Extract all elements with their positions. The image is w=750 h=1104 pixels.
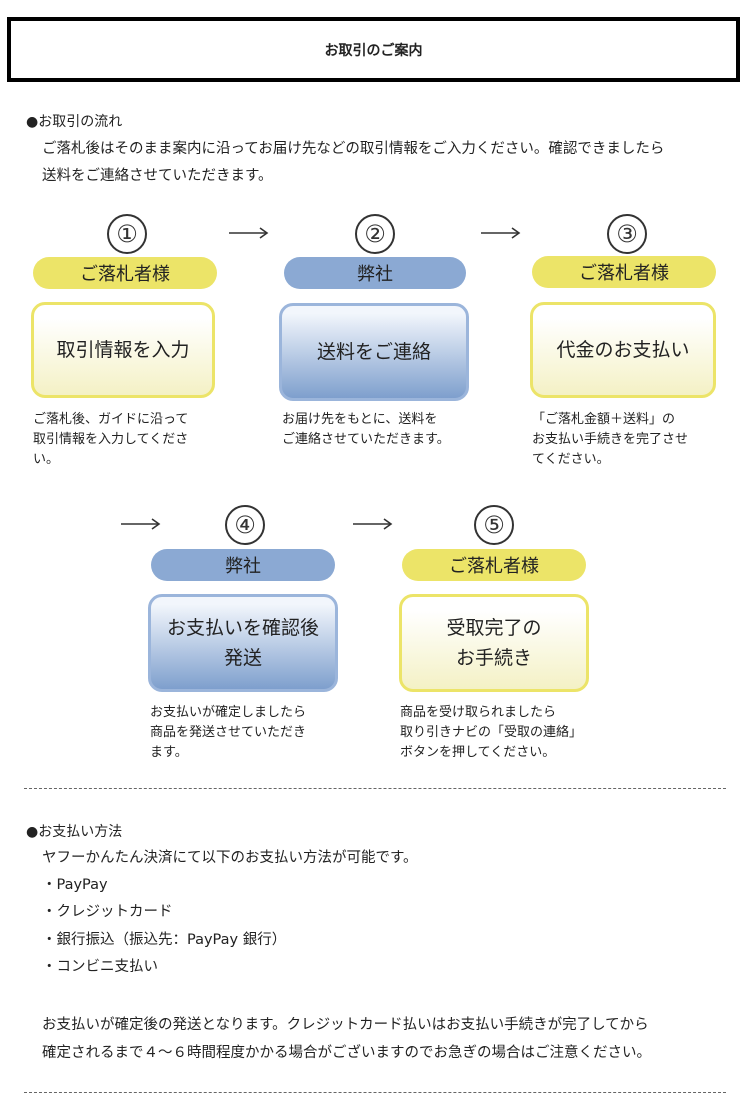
step-4-number: ④ [225, 505, 265, 545]
step-2-description: お届け先をもとに、送料を ご連絡させていただきます。 [282, 412, 450, 447]
step-5-description: 商品を受け取られましたら 取り引きナビの「受取の連絡」 ボタンを押してください。 [400, 705, 583, 760]
page-title: お取引のご案内 [7, 17, 740, 82]
arrow-right-icon [229, 227, 269, 239]
section-divider [24, 1092, 726, 1093]
step-2-actor-badge: 弊社 [284, 257, 466, 289]
step-1-action-card: 取引情報を入力 [31, 302, 215, 398]
arrow-right-icon [121, 518, 161, 530]
step-5-action-card: 受取完了の お手続き [399, 594, 589, 692]
section-divider [24, 788, 726, 789]
step-5-number: ⑤ [474, 505, 514, 545]
step-1-number: ① [107, 214, 147, 254]
flow-heading: ●お取引の流れ [26, 114, 123, 130]
payment-method-item: ・コンビニ支払い [42, 959, 158, 975]
step-4-description: お支払いが確定しましたら 商品を発送させていただき ます。 [150, 705, 307, 760]
arrow-right-icon [481, 227, 521, 239]
step-4-action-card: お支払いを確認後 発送 [148, 594, 338, 692]
step-2-action-card: 送料をご連絡 [279, 303, 469, 401]
step-2-number: ② [355, 214, 395, 254]
step-1-description: ご落札後、ガイドに沿って 取引情報を入力してくださ い。 [33, 412, 189, 467]
step-5-actor-badge: ご落札者様 [402, 549, 586, 581]
arrow-right-icon [353, 518, 393, 530]
step-1-actor-badge: ご落札者様 [33, 257, 217, 289]
flow-intro-line2: 送料をご連絡させていただきます。 [42, 168, 273, 184]
step-4-actor-badge: 弊社 [151, 549, 335, 581]
payment-method-item: ・クレジットカード [42, 904, 173, 920]
step-3-description: 「ご落札金額＋送料」の お支払い手続きを完了させ てください。 [532, 412, 689, 467]
payment-intro: ヤフーかんたん決済にて以下のお支払い方法が可能です。 [42, 850, 418, 866]
flow-intro-line1: ご落札後はそのまま案内に沿ってお届け先などの取引情報をご入力ください。確認できま… [42, 141, 665, 157]
payment-method-item: ・銀行振込（振込先：PayPay 銀行） [42, 932, 287, 948]
payment-note-line2: 確定されるまで４～６時間程度かかる場合がございますのでお急ぎの場合はご注意くださ… [42, 1045, 651, 1061]
step-3-action-card: 代金のお支払い [530, 302, 716, 398]
payment-method-item: ・PayPay [42, 877, 108, 893]
step-3-actor-badge: ご落札者様 [532, 256, 716, 288]
payment-note-line1: お支払いが確定後の発送となります。クレジットカード払いはお支払い手続きが完了して… [42, 1017, 649, 1033]
payment-heading: ●お支払い方法 [26, 824, 123, 840]
step-3-number: ③ [607, 214, 647, 254]
